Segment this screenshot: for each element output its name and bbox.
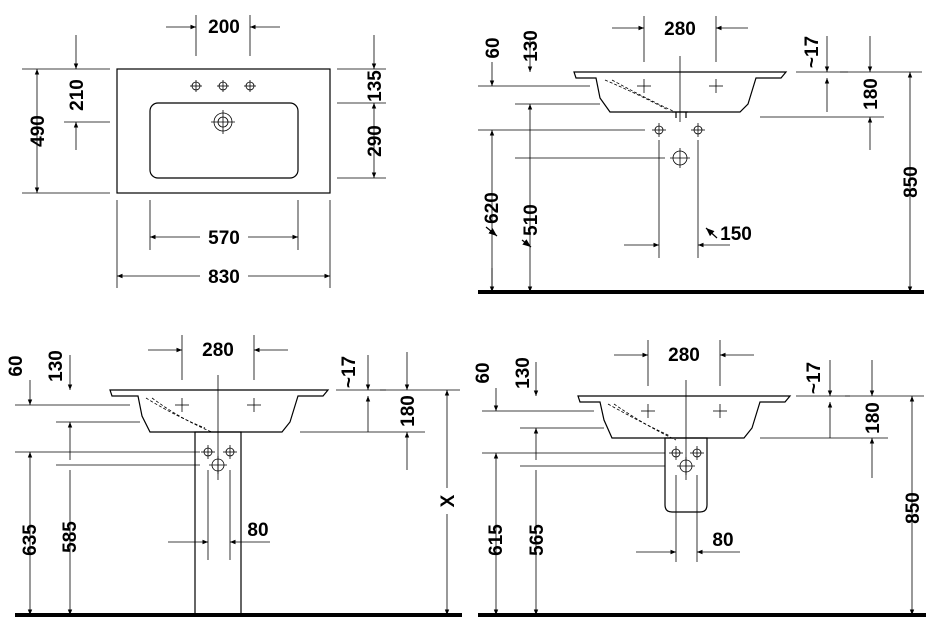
dim-130: 130 bbox=[513, 357, 534, 389]
basin-profile bbox=[577, 395, 792, 439]
dim-585: 585 bbox=[60, 521, 81, 553]
dim-565: 565 bbox=[527, 524, 548, 556]
dim-60: 60 bbox=[6, 355, 27, 376]
basin-profile bbox=[573, 71, 788, 113]
dim-280: 280 bbox=[202, 340, 234, 361]
dim-850: 850 bbox=[901, 166, 922, 198]
dim-135: 135 bbox=[365, 70, 386, 102]
semi-pedestal bbox=[664, 437, 708, 513]
dim-200: 200 bbox=[208, 17, 240, 38]
basin-outline bbox=[116, 68, 331, 194]
dim-130: 130 bbox=[521, 30, 542, 62]
front-view-semi-pedestal: 280 60 130 615 565 80 ~17 180 bbox=[473, 340, 926, 617]
dim-620: 620 bbox=[482, 192, 503, 224]
dim-180: 180 bbox=[863, 402, 884, 434]
top-view: 200 490 210 135 290 570 830 bbox=[22, 15, 386, 288]
front-view-pedestal: 280 60 130 635 585 80 ~17 1 bbox=[6, 335, 462, 617]
bowl-outline bbox=[149, 102, 299, 179]
dim-510: 510 bbox=[521, 204, 542, 236]
dim-150: 150 bbox=[720, 224, 752, 245]
dim-17: ~17 bbox=[339, 356, 360, 388]
dim-60: 60 bbox=[473, 362, 494, 383]
dim-490: 490 bbox=[28, 115, 49, 147]
dim-180: 180 bbox=[861, 78, 882, 110]
dim-17: ~17 bbox=[804, 362, 825, 394]
dim-280: 280 bbox=[668, 345, 700, 366]
dim-60: 60 bbox=[483, 37, 504, 58]
dim-280: 280 bbox=[664, 19, 696, 40]
dim-635: 635 bbox=[20, 524, 41, 556]
dim-570: 570 bbox=[208, 228, 240, 249]
dim-830: 830 bbox=[208, 267, 240, 288]
tap-holes bbox=[190, 80, 256, 92]
front-view-wall: 280 60 130 620 510 150 ~17 bbox=[478, 16, 924, 294]
dim-180: 180 bbox=[398, 395, 419, 427]
drain-icon bbox=[211, 110, 235, 134]
dim-210: 210 bbox=[67, 79, 88, 111]
dim-290: 290 bbox=[365, 125, 386, 157]
dim-615: 615 bbox=[486, 524, 507, 556]
dim-850: 850 bbox=[903, 492, 924, 524]
dim-80: 80 bbox=[247, 520, 268, 541]
basin-profile bbox=[109, 389, 330, 433]
dim-x: X bbox=[438, 494, 459, 507]
dim-80: 80 bbox=[712, 530, 733, 551]
dim-130: 130 bbox=[46, 350, 67, 382]
dim-17: ~17 bbox=[802, 36, 823, 68]
